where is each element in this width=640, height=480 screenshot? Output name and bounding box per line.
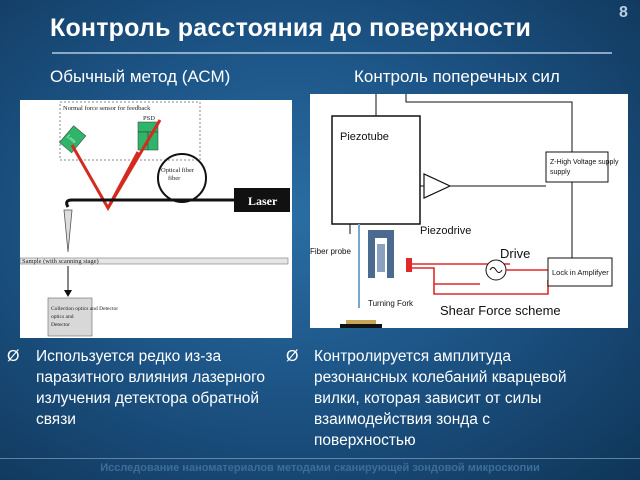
optical-fiber-coil xyxy=(157,153,207,203)
bullet-marker: Ø xyxy=(7,348,20,365)
detector-box xyxy=(47,297,93,337)
reflected-beam xyxy=(106,119,162,209)
svg-text:supply: supply xyxy=(550,169,571,176)
hv-supply-box xyxy=(545,151,609,183)
tuning-fork-label: Turning Fork xyxy=(368,299,414,308)
footer-divider xyxy=(0,458,640,459)
right-bullet: Ø Контролируется амплитуда резонансных к… xyxy=(286,346,614,451)
title-divider xyxy=(52,52,612,54)
optical-fiber-label: Optical fiber xyxy=(161,167,195,174)
left-bullet: Ø Используется редко из-за паразитного в… xyxy=(7,346,306,430)
sample xyxy=(346,320,376,326)
piezotube-label: Piezotube xyxy=(340,131,389,143)
afm-tip xyxy=(63,209,73,253)
amplifier-symbol xyxy=(423,173,452,199)
svg-text:optics and: optics and xyxy=(51,314,74,320)
svg-text:Lens: Lens xyxy=(65,135,76,145)
slide-title: Контроль расстояния до поверхности xyxy=(50,14,532,42)
tuning-fork xyxy=(368,230,394,238)
left-bullet-line: излучения детектора обратной xyxy=(36,390,260,407)
drive-electrode xyxy=(406,258,412,272)
drive-label: Drive xyxy=(500,246,530,261)
feedback-box xyxy=(59,101,201,161)
left-bullet-line: паразитного влияния лазерного xyxy=(36,369,266,386)
scheme-label: Shear Force scheme xyxy=(440,303,561,318)
piezodrive-label: Piezodrive xyxy=(420,225,471,237)
laser-source xyxy=(234,188,290,212)
right-bullet-line: Контролируется амплитуда xyxy=(314,348,511,365)
lens: Lens xyxy=(59,125,87,154)
left-heading: Обычный метод (АСМ) xyxy=(50,67,231,86)
right-bullet-line: взаимодействия зонда с xyxy=(314,411,490,428)
svg-text:Detector: Detector xyxy=(51,322,70,328)
sample-stage xyxy=(19,257,289,265)
arrow-down-icon xyxy=(64,290,72,297)
lock-in-amplifier-box xyxy=(547,257,613,287)
laser-label: Laser xyxy=(248,194,278,208)
svg-text:fiber: fiber xyxy=(168,175,181,182)
svg-text:Collection optics and Detector: Collection optics and Detector xyxy=(51,306,118,312)
sample-label: Sample (with scanning stage) xyxy=(22,258,99,265)
left-bullet-line: связи xyxy=(36,411,76,428)
footer-text: Исследование наноматериалов методами ска… xyxy=(100,462,540,474)
right-bullet-line: резонансных колебаний кварцевой xyxy=(314,369,567,386)
right-heading: Контроль поперечных сил xyxy=(354,67,560,86)
shear-force-diagram: Piezotube Z-High Voltage supply supply P… xyxy=(310,94,628,328)
svg-text:Z-High Voltage supply: Z-High Voltage supply xyxy=(550,159,619,166)
right-bullet-line: поверхностью xyxy=(314,432,416,449)
hv-wire xyxy=(405,94,573,152)
page-number: 8 xyxy=(619,4,628,21)
left-bullet-line: Используется редко из-за xyxy=(36,348,222,365)
lock-in-label: Lock in Amplifyer xyxy=(552,268,609,277)
cantilever xyxy=(65,198,234,208)
afm-diagram: Normal force sensor for feedback PSD Len… xyxy=(19,100,292,338)
right-bullet-line: вилки, которая зависит от силы xyxy=(314,390,542,407)
psd-header-label: Normal force sensor for feedback xyxy=(63,105,151,112)
psd-label: PSD xyxy=(143,115,155,122)
bullet-marker: Ø xyxy=(286,348,299,365)
fiber-probe-label: Fiber probe xyxy=(310,247,351,256)
